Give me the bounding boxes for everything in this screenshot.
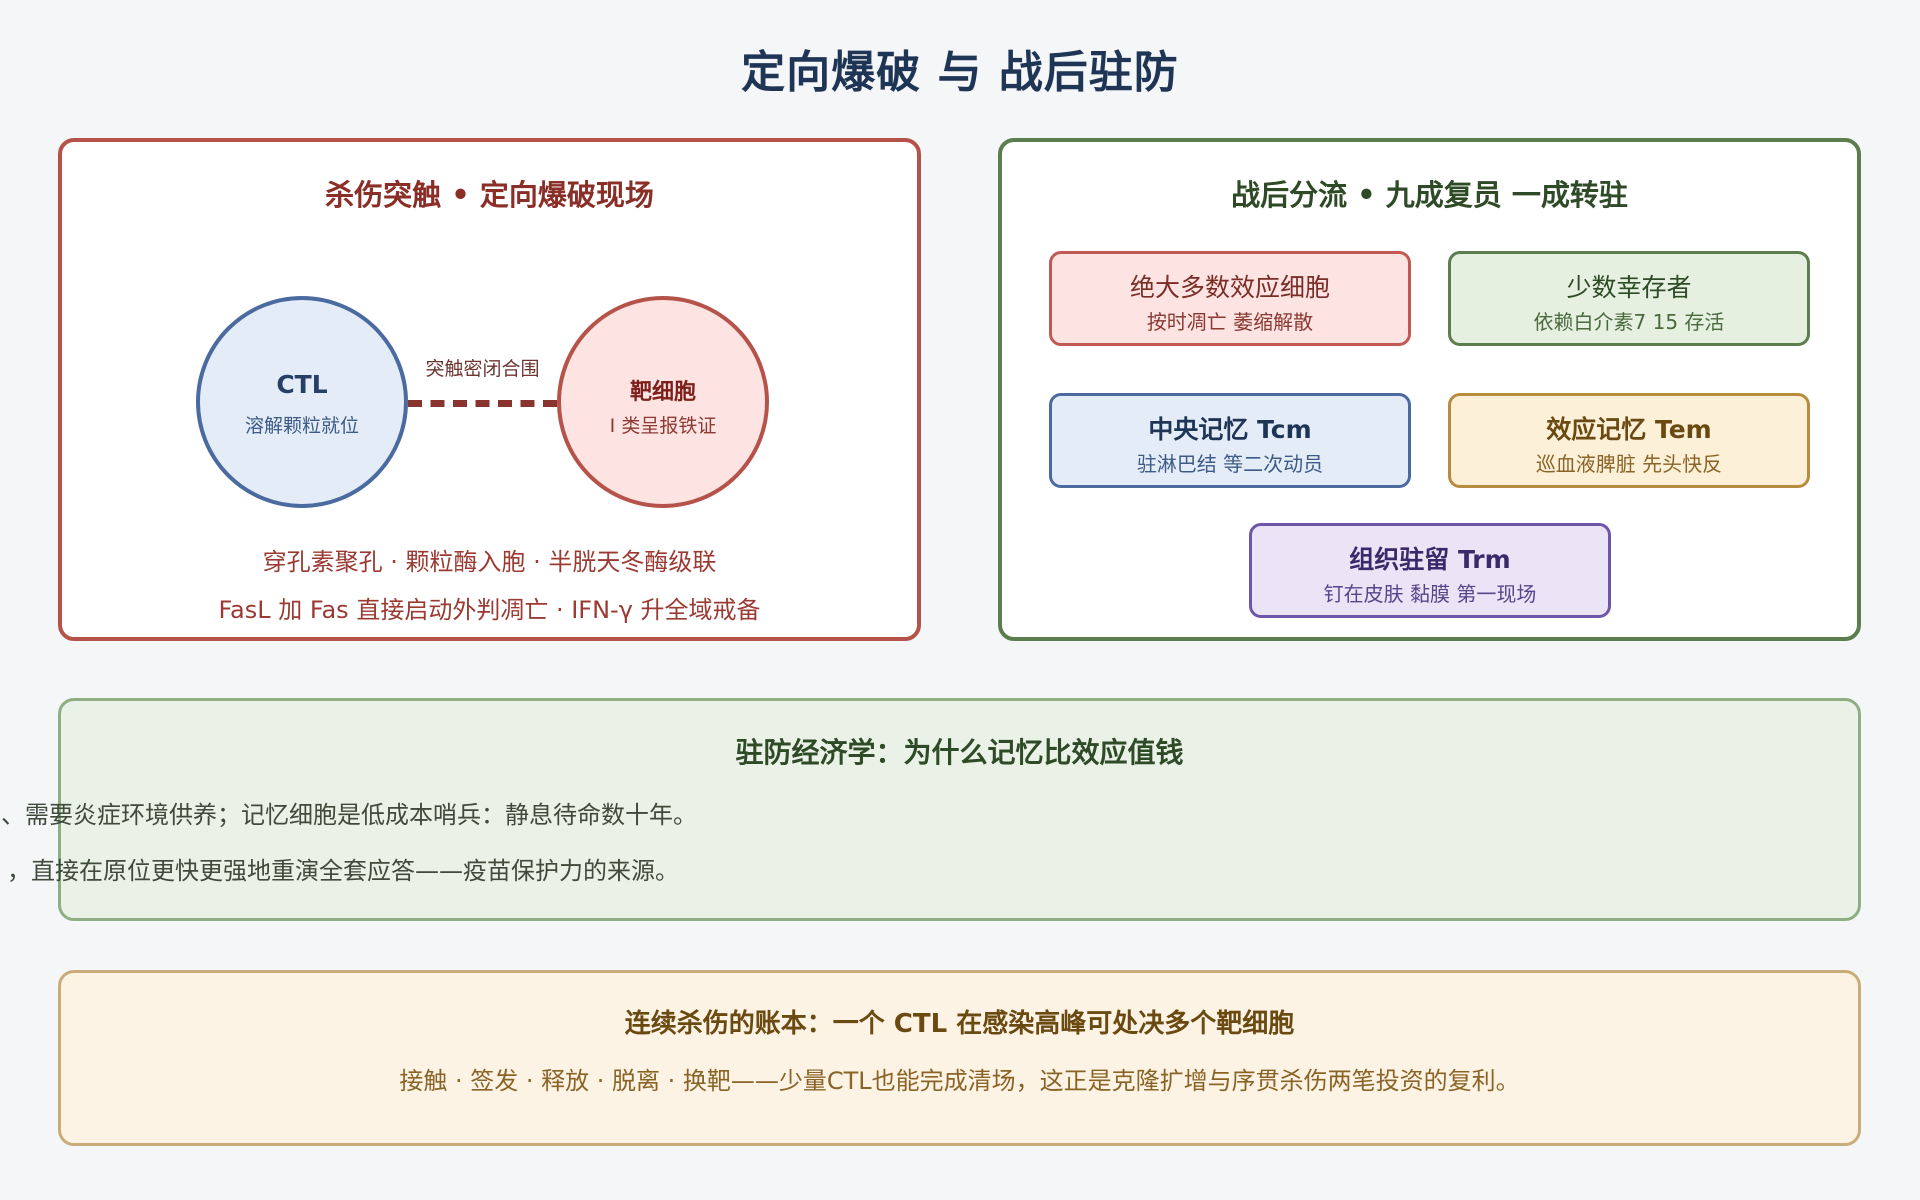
mechanism-line-2: FasL 加 Fas 直接启动外判凋亡 · IFN-γ 升全域戒备 — [218, 596, 761, 624]
effector-cells-box: 绝大多数效应细胞 按时凋亡 萎缩解散 — [1049, 251, 1411, 346]
target-node-subtitle: I 类呈报铁证 — [609, 415, 717, 437]
ctl-node-title: CTL — [276, 370, 328, 399]
survivors-box-title: 少数幸存者 — [1566, 273, 1692, 302]
ctl-node: CTL 溶解颗粒就位 — [196, 296, 408, 508]
effector-memory-box: 效应记忆 Tem 巡血液脾脏 先头快反 — [1448, 393, 1810, 488]
garrison-economics-panel: 驻防经济学：为什么记忆比效应值钱 、需要炎症环境供养；记忆细胞是低成本哨兵：静息… — [1, 698, 1861, 921]
trm-box-subtitle: 钉在皮肤 黏膜 第一现场 — [1323, 582, 1537, 606]
mechanism-line-1: 穿孔素聚孔 · 颗粒酶入胞 · 半胱天冬酶级联 — [262, 548, 717, 576]
synapse-label: 突触密闭合围 — [425, 358, 540, 380]
page-title: 定向爆破 与 战后驻防 — [741, 47, 1179, 98]
ledger-title: 连续杀伤的账本：一个 CTL 在感染高峰可处决多个靶细胞 — [624, 1009, 1295, 1039]
trm-box-title: 组织驻留 Trm — [1349, 545, 1511, 574]
tcm-box-title: 中央记忆 Tcm — [1148, 415, 1312, 444]
serial-killing-ledger-panel: 连续杀伤的账本：一个 CTL 在感染高峰可处决多个靶细胞 接触 · 签发 · 释… — [58, 970, 1861, 1146]
killing-synapse-panel: 杀伤突触 • 定向爆破现场 CTL 溶解颗粒就位 突触密闭合围 靶细胞 I 类呈… — [58, 138, 921, 641]
effector-box-title: 绝大多数效应细胞 — [1129, 273, 1330, 302]
tcm-box-subtitle: 驻淋巴结 等二次动员 — [1136, 452, 1324, 476]
killing-panel-heading: 杀伤突触 • 定向爆破现场 — [325, 178, 654, 212]
tem-box-subtitle: 巡血液脾脏 先头快反 — [1535, 452, 1723, 476]
post-battle-fate-panel: 战后分流 • 九成复员 一成转驻 绝大多数效应细胞 按时凋亡 萎缩解散 少数幸存… — [998, 138, 1861, 641]
economics-line-2: ，直接在原位更快更强地重演全套应答——疫苗保护力的来源。 — [7, 857, 679, 885]
ctl-node-subtitle: 溶解颗粒就位 — [244, 415, 359, 437]
survivors-box-subtitle: 依赖白介素7 15 存活 — [1533, 310, 1725, 334]
fate-panel-heading: 战后分流 • 九成复员 一成转驻 — [1231, 178, 1628, 212]
ledger-text: 接触 · 签发 · 释放 · 脱离 · 换靶——少量CTL也能完成清场，这正是克… — [399, 1067, 1520, 1095]
tissue-resident-memory-box: 组织驻留 Trm 钉在皮肤 黏膜 第一现场 — [1249, 523, 1611, 618]
central-memory-box: 中央记忆 Tcm 驻淋巴结 等二次动员 — [1049, 393, 1411, 488]
effector-box-subtitle: 按时凋亡 萎缩解散 — [1146, 310, 1314, 334]
target-cell-node: 靶细胞 I 类呈报铁证 — [557, 296, 769, 508]
target-node-title: 靶细胞 — [629, 380, 696, 405]
tem-box-title: 效应记忆 Tem — [1546, 415, 1712, 444]
survivors-box: 少数幸存者 依赖白介素7 15 存活 — [1448, 251, 1810, 346]
economics-title: 驻防经济学：为什么记忆比效应值钱 — [735, 736, 1184, 769]
economics-line-1: 、需要炎症环境供养；记忆细胞是低成本哨兵：静息待命数十年。 — [1, 801, 697, 829]
synapse-dashed-connector — [408, 400, 557, 407]
